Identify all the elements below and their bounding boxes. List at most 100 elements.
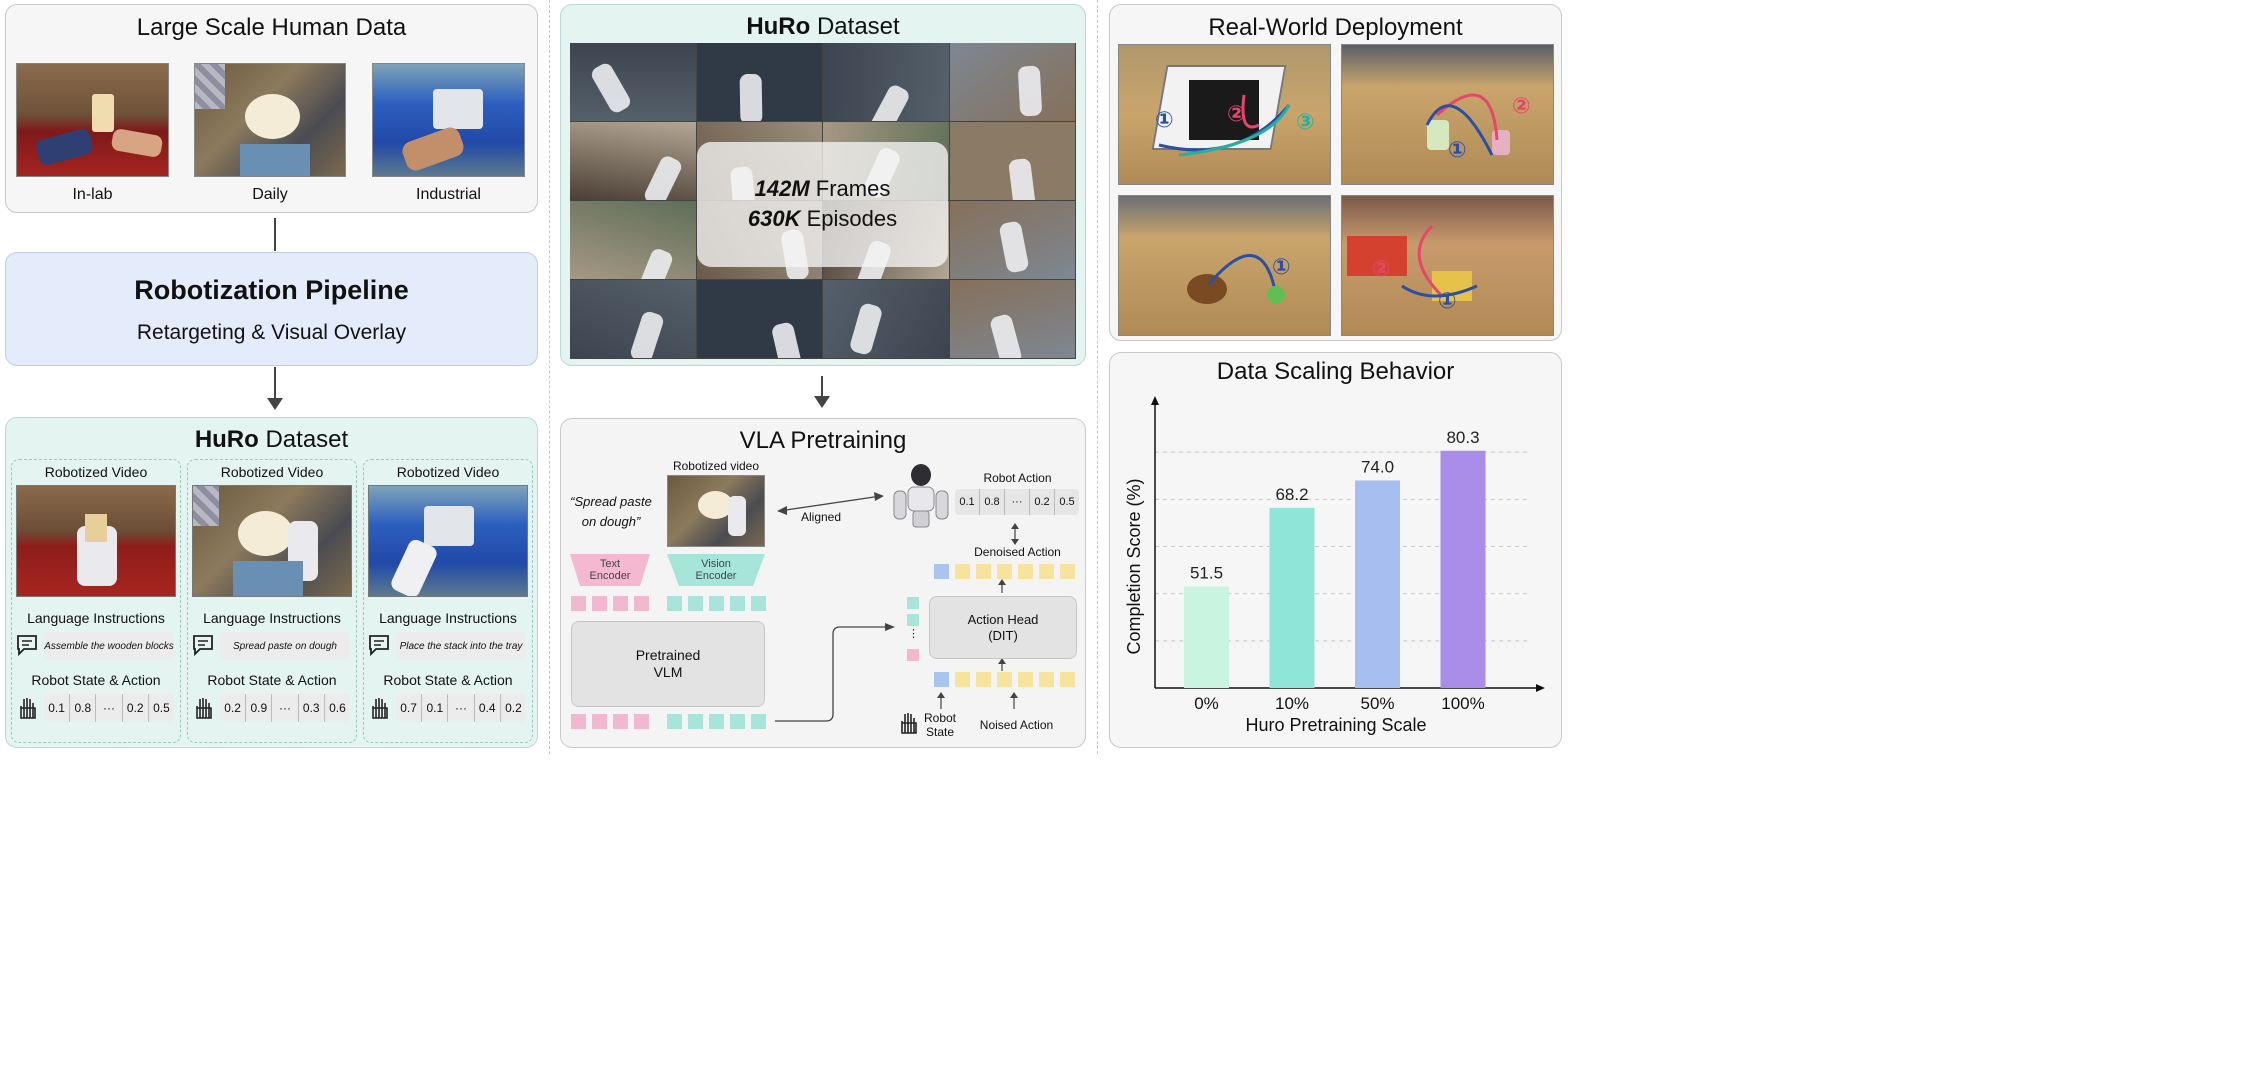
action-head-box: Action Head (DIT) [929,596,1077,659]
x-axis-label: Huro Pretraining Scale [1245,715,1426,735]
value-cell: 0.7 [396,694,423,722]
text-encoder-shape [570,554,650,586]
mosaic-tile [949,43,1075,121]
vision-token [709,714,724,729]
action-token [976,672,991,687]
x-tick-label: 10% [1275,694,1309,713]
robot-hand-icon [897,711,919,734]
huro-dataset-left-panel: HuRo Dataset Robotized Video Language In… [5,417,538,748]
state-values: 0.1 0.8 ··· 0.2 0.5 [44,694,174,722]
state-values: 0.2 0.9 ··· 0.3 0.6 [220,694,350,722]
mosaic-tile [949,280,1075,358]
value-cell: 0.2 [505,701,522,715]
vision-encoder-label: Vision Encoder [667,558,765,582]
value-cell: 0.2 [220,694,247,722]
bar-value-label: 68.2 [1275,485,1308,504]
huro-left-title-bold: HuRo [194,426,259,453]
deployment-panel: Real-World Deployment ① ② ③ ① ② ① [1109,4,1562,341]
huro-dataset-center-panel: HuRo Dataset 142M Frames 630K Episodes [560,4,1086,366]
x-tick-label: 100% [1441,694,1484,713]
action-value: 0.2 [1030,489,1055,515]
text-encoder-label: Text Encoder [570,558,650,582]
text-token [613,714,628,729]
episodes-label: Episodes [800,206,898,231]
instruction-quote: “Spread paste on dough” [561,492,661,532]
huro-center-title-rest: Dataset [810,13,900,40]
deployment-image-3: ① [1118,195,1331,336]
deployment-title: Real-World Deployment [1208,14,1463,41]
column-header: Robotized Video [396,464,500,480]
vision-token [730,596,745,611]
episodes-stat: 630K Episodes [697,206,948,232]
connector-layer [267,218,830,410]
motion-arrows [1425,93,1499,156]
huro-left-title-rest: Dataset [258,426,349,453]
vla-arrows [775,492,1019,722]
step-marker-2: ② [1512,93,1531,118]
mosaic-tile [570,201,696,279]
aligned-arrow-icon [778,495,882,512]
instruction-text: Assemble the wooden blocks [44,632,174,660]
vision-token [688,714,703,729]
frames-stat: 142M Frames [697,176,948,202]
value-cell: 0.6 [329,701,346,715]
vision-token [688,596,703,611]
huro-left-title: HuRo Dataset [6,426,537,454]
step-marker-2: ② [1227,101,1246,126]
instruction-text: Place the stack into the tray [396,632,526,660]
text-token [592,714,607,729]
robot-action-label: Robot Action [983,471,1052,485]
action-token [1018,672,1033,687]
huro-column-1: Robotized Video Language Instructions As… [11,459,181,743]
deployment-image-4: ① ② [1341,195,1554,336]
value-cell: ··· [96,694,123,722]
x-axis-arrow-icon [1536,684,1545,692]
pretrained-vlm-box: Pretrained VLM [571,621,765,707]
value-cell: 0.9 [246,694,273,722]
text-token [571,714,586,729]
vision-token [751,596,766,611]
text-token [634,596,649,611]
context-token [907,649,919,661]
column-header: Robotized Video [220,464,324,480]
action-value: ··· [1005,489,1030,515]
vision-enc-line-1: Vision [701,558,731,570]
robotized-video-2 [192,485,352,597]
mosaic-tile [570,43,696,121]
step-marker-1: ① [1155,107,1174,132]
pipeline-panel: Robotization Pipeline Retargeting & Visu… [5,252,538,366]
robot-action-values: 0.1 0.8 ··· 0.2 0.5 [955,489,1079,515]
robot-state-label: Robot State [919,711,961,739]
bar-100% [1440,450,1486,688]
vla-title: VLA Pretraining [739,427,907,454]
vlm-to-head-arrow-icon [775,626,891,722]
action-value: 0.8 [980,489,1005,515]
state-title: Robot State & Action [383,672,513,688]
pipeline-title: Robotization Pipeline [134,275,409,305]
action-token [955,564,970,579]
noised-action-label: Noised Action [979,718,1054,732]
action-token [997,564,1012,579]
action-token [1060,672,1075,687]
instruction-text: Spread paste on dough [220,632,350,660]
huro-center-title: HuRo Dataset [561,13,1085,41]
step-marker-1: ① [1272,254,1291,279]
motion-arrows [1207,254,1276,287]
bar-value-label: 51.5 [1190,564,1223,583]
robotized-video-label: Robotized video [672,459,760,473]
context-token [907,614,919,626]
inlab-image [16,63,169,177]
action-value: 0.1 [955,489,980,515]
robotized-video-thumb [667,475,765,547]
value-cell: 0.4 [475,694,501,722]
huro-center-title-bold: HuRo [746,13,811,40]
text-token [592,596,607,611]
vision-encoder-shape [667,554,765,586]
column-header: Robotized Video [44,464,148,480]
bar-0% [1184,586,1229,688]
robot-state-line-1: Robot [923,711,957,725]
motion-arrows [1401,224,1478,298]
bar-10% [1269,507,1315,688]
robot-hand-icon [368,696,390,719]
